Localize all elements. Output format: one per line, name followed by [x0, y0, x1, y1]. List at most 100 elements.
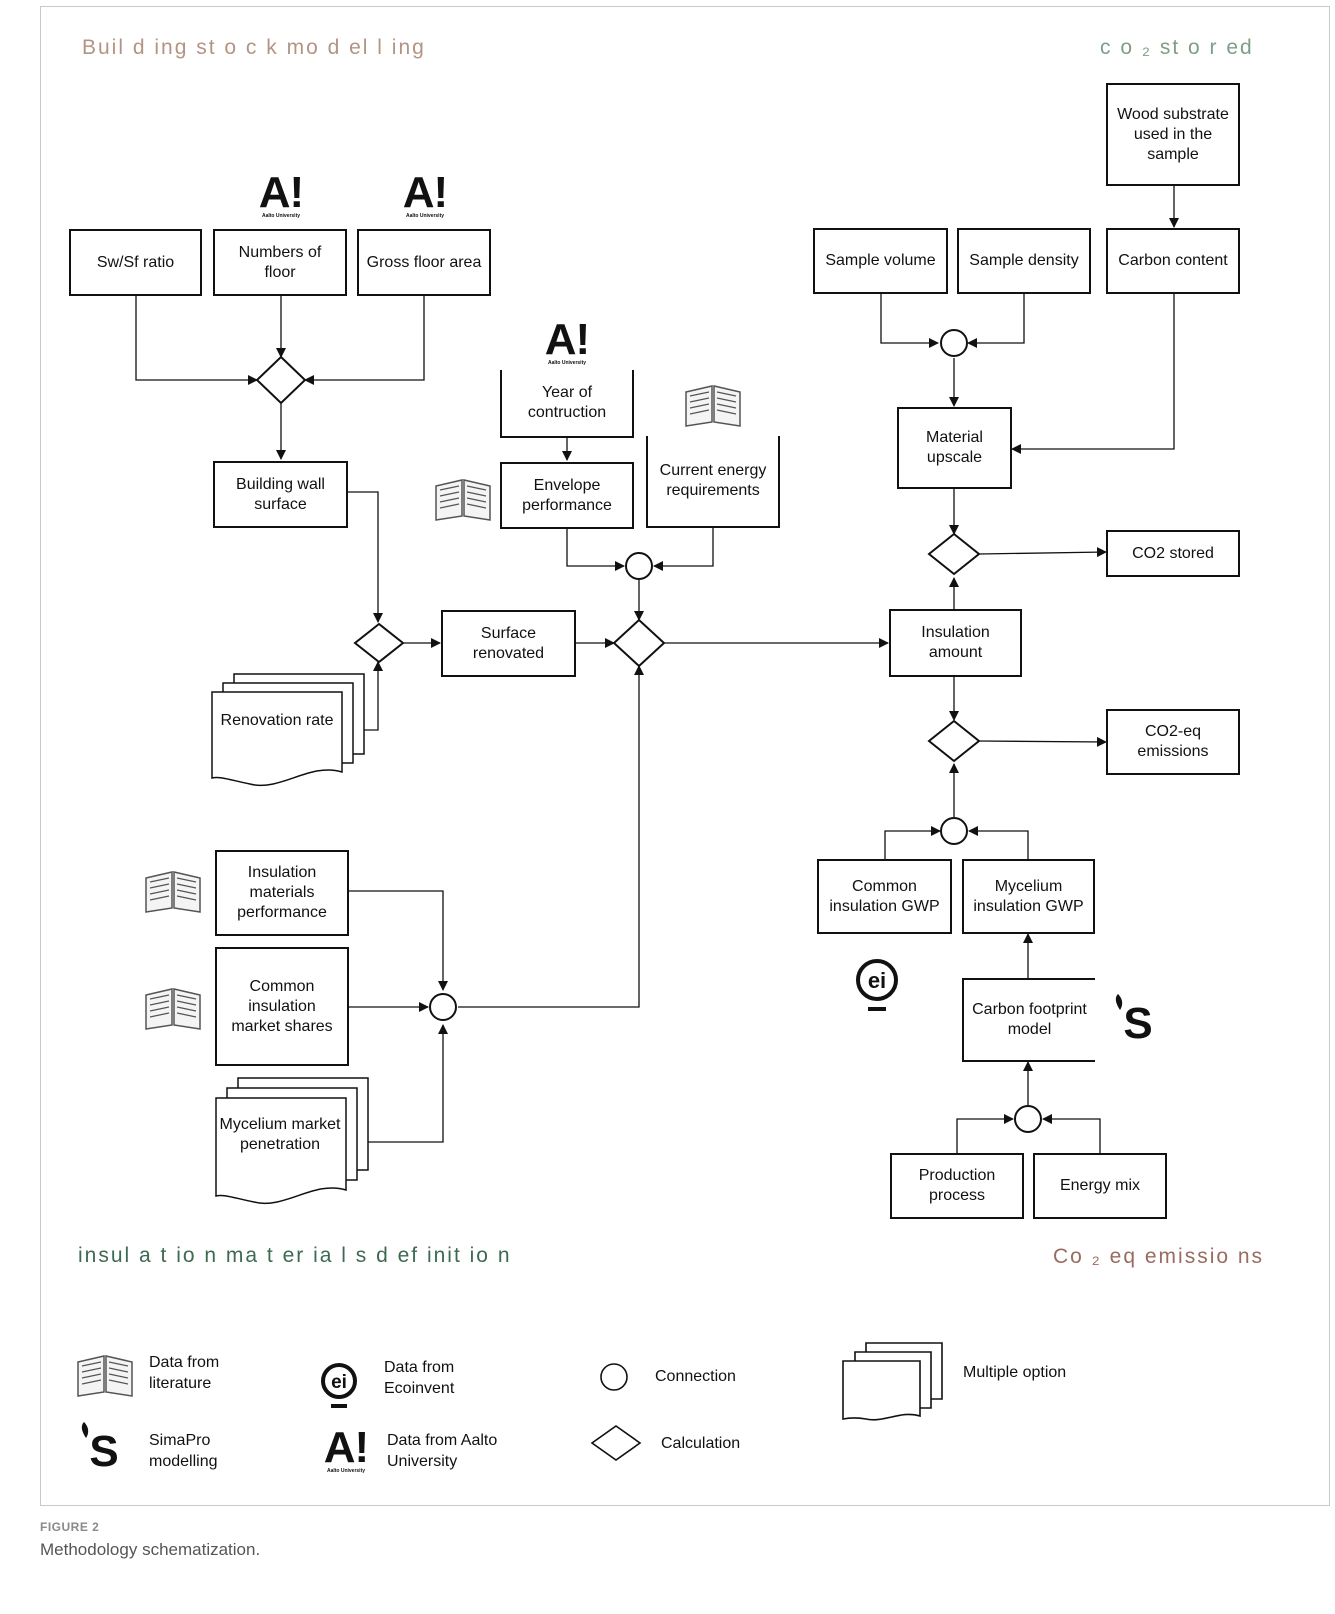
sw-sf-ratio-label: Sw/Sf ratio [96, 253, 175, 271]
mycelium-market-penetration-label: Mycelium market penetration [219, 1116, 341, 1153]
gross-floor-area-box: Gross floor area [357, 229, 491, 296]
calculation-diamond [927, 719, 981, 763]
book-icon [145, 988, 201, 1030]
calculation-diamond [255, 355, 307, 405]
aalto-name: Aalto University [261, 213, 301, 219]
calculation-diamond [612, 618, 666, 668]
connector-performance-to-circle [349, 890, 448, 991]
connector-diamond-to-stored [978, 547, 1107, 558]
simapro-icon: S [1115, 994, 1153, 1048]
aalto-name: Aalto University [547, 360, 587, 366]
insulation-materials-performance-label: Insulation materials performance [237, 864, 327, 921]
common-insulation-gwp-box: Common insulation GWP [817, 859, 952, 934]
aalto-mark: A! [323, 1423, 369, 1472]
surface-renovated-label: Surface renovated [472, 624, 545, 662]
carbon-footprint-model-box: Carbon footprint model [962, 978, 1095, 1062]
renovation-rate-document [211, 691, 343, 787]
year-of-construction-box: Year of contruction [500, 370, 634, 438]
carbon-footprint-model-label: Carbon footprint model [972, 1001, 1087, 1038]
energy-mix-label: Energy mix [1059, 1177, 1141, 1194]
connector-energy-to-circle [653, 528, 714, 571]
connection-circle [429, 993, 457, 1021]
envelope-performance-box: Envelope performance [500, 462, 634, 529]
aalto-icon: A! Aalto University [397, 171, 453, 220]
sample-volume-label: Sample volume [825, 252, 936, 269]
simapro-mark: S [89, 1427, 118, 1476]
production-process-label: Production process [918, 1167, 996, 1204]
connector-rate-to-diamond [364, 661, 383, 731]
connector-circle-to-calc [458, 665, 644, 1008]
sw-sf-ratio-box: Sw/Sf ratio [69, 229, 202, 296]
material-upscale-label: Material upscale [926, 429, 983, 466]
connector-sw-to-diamond [135, 296, 258, 385]
numbers-of-floor-label: Numbers of floor [238, 243, 322, 281]
connector-mycelium-to-circle [368, 1024, 448, 1143]
calculation-diamond [927, 532, 981, 576]
connector-diamond-to-emissions [978, 736, 1107, 747]
legend-diamond-icon [590, 1425, 642, 1461]
material-upscale-box: Material upscale [897, 407, 1012, 489]
aalto-icon: A! Aalto University [253, 168, 309, 220]
mycelium-penetration-document [215, 1097, 347, 1205]
aalto-name: Aalto University [326, 1468, 366, 1474]
figure-caption: Methodology schematization. [40, 1540, 261, 1559]
legend-ecoinvent-label: Data from Ecoinvent [384, 1359, 455, 1397]
insulation-amount-box: Insulation amount [889, 609, 1022, 677]
co2-stored-label: CO2 stored [1132, 544, 1214, 562]
calculation-diamond [353, 622, 405, 664]
common-insulation-market-shares-label: Common insulation market shares [231, 977, 333, 1035]
legend-simapro-label: SimaPro modelling [149, 1432, 218, 1470]
figure-frame [40, 6, 1330, 1506]
section-title-building-stock: Buil d ing st o c k mo d el l ing [82, 36, 426, 59]
sample-density-label: Sample density [969, 252, 1079, 269]
book-icon [145, 871, 201, 913]
carbon-content-box: Carbon content [1106, 228, 1240, 294]
mycelium-insulation-gwp-label: Mycelium insulation GWP [973, 877, 1084, 915]
co2eq-emissions-box: CO2-eq emissions [1106, 709, 1240, 775]
building-wall-surface-label: Building wall surface [236, 475, 325, 513]
common-insulation-market-shares-box: Common insulation market shares [215, 947, 349, 1066]
legend-multiple-option-icon [842, 1360, 921, 1421]
legend-literature-label: Data from literature [149, 1354, 220, 1392]
renovation-rate-label: Renovation rate [220, 712, 334, 729]
co2-stored-box: CO2 stored [1106, 530, 1240, 577]
legend-connection-label: Connection [655, 1368, 736, 1385]
connection-circle [940, 329, 968, 357]
numbers-of-floor-box: Numbers of floor [213, 229, 347, 296]
insulation-amount-label: Insulation amount [921, 624, 990, 661]
legend-circle-icon [600, 1363, 628, 1391]
legend-aalto-icon: A! Aalto University [318, 1423, 374, 1475]
year-of-construction-label: Year of contruction [527, 384, 607, 421]
book-icon [435, 479, 491, 521]
common-insulation-gwp-label: Common insulation GWP [829, 877, 940, 915]
aalto-icon: A! Aalto University [539, 315, 595, 367]
legend-multiple-option-label: Multiple option [963, 1364, 1067, 1381]
connector-gfa-to-diamond [304, 296, 425, 385]
simapro-mark: S [1123, 999, 1152, 1048]
production-process-box: Production process [890, 1153, 1024, 1219]
section-title-co2eq-emissions: Co ₂ eq emissio ns [1053, 1245, 1265, 1268]
insulation-materials-performance-box: Insulation materials performance [215, 850, 349, 936]
legend-simapro-icon: S [81, 1422, 119, 1476]
connector-volume-to-circle [880, 294, 939, 348]
current-energy-requirements-box: Current energy requirements [646, 436, 780, 528]
wood-substrate-label: Wood substrate used in the sample [1117, 105, 1229, 163]
energy-mix-box: Energy mix [1033, 1153, 1167, 1219]
mycelium-insulation-gwp-box: Mycelium insulation GWP [962, 859, 1095, 934]
connector-density-to-circle [967, 294, 1025, 348]
building-wall-surface-box: Building wall surface [213, 461, 348, 528]
connection-circle [625, 552, 653, 580]
legend-calculation-label: Calculation [661, 1435, 741, 1452]
legend-book-icon [77, 1355, 133, 1397]
connection-circle [1014, 1105, 1042, 1133]
connector-carbon-to-upscale [1011, 294, 1175, 454]
wood-substrate-box: Wood substrate used in the sample [1106, 83, 1240, 186]
section-title-insulation-materials: insul a t io n ma t er ia l s d ef init … [78, 1244, 512, 1267]
aalto-mark: A! [258, 168, 304, 217]
connector-wall-to-diamond [348, 491, 383, 623]
connection-circle [940, 817, 968, 845]
aalto-mark: A! [544, 315, 590, 364]
ecoinvent-icon: ei [856, 959, 898, 1011]
